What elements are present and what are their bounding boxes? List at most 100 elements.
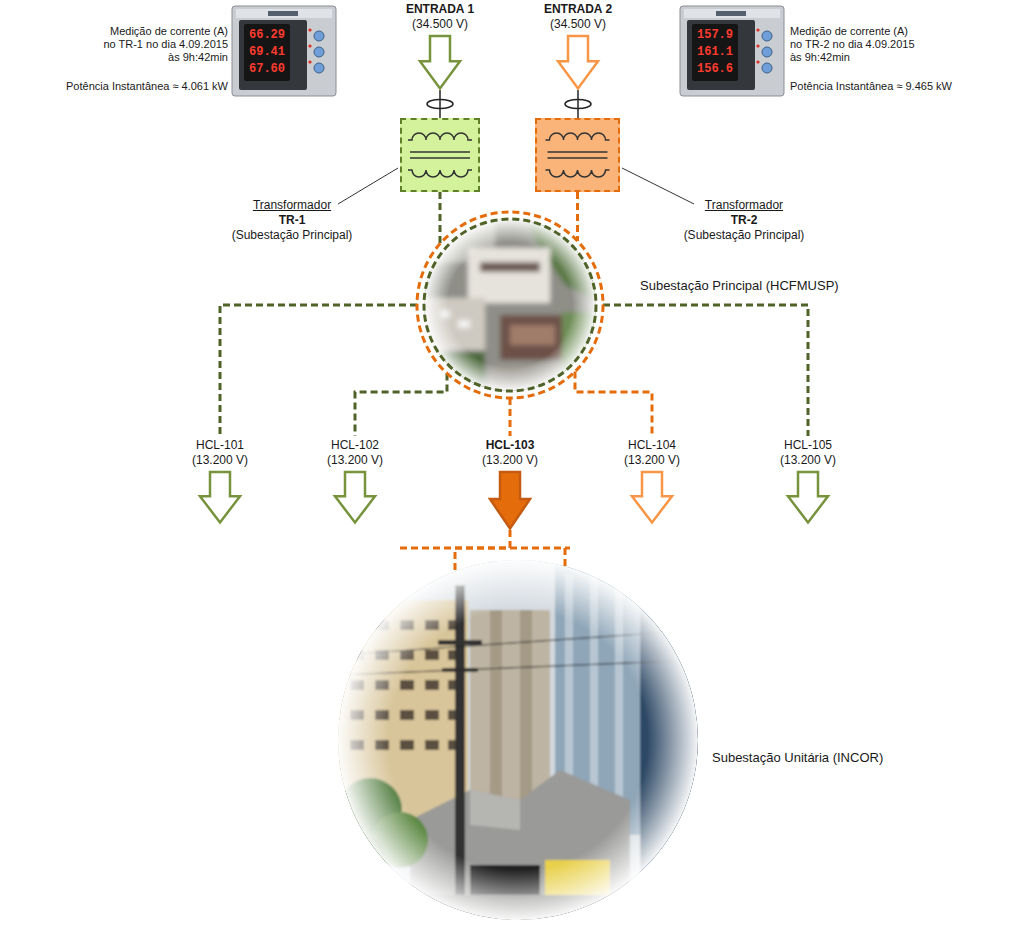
caption: TransformadorTR-1(Subestação Principal) bbox=[232, 198, 353, 243]
transformer-symbol bbox=[546, 133, 610, 140]
meter-device bbox=[308, 44, 311, 47]
node-label: (13.200 V) bbox=[763, 453, 853, 468]
meter-device bbox=[687, 20, 755, 90]
meter-device bbox=[236, 9, 332, 18]
arrow-outline bbox=[200, 472, 240, 523]
node-label: Subestação Unitária (INCOR) bbox=[712, 750, 883, 766]
aerial-photo bbox=[420, 215, 600, 395]
node-label: (34.500 V) bbox=[533, 17, 623, 32]
arrow-outline bbox=[490, 472, 530, 529]
feeder-bar bbox=[400, 548, 570, 567]
arrow-outline bbox=[632, 472, 672, 523]
transformer-symbol bbox=[548, 157, 608, 159]
leader-line bbox=[622, 168, 694, 204]
meter-display: 157.9161.1156.6 bbox=[692, 24, 738, 81]
meter-device bbox=[308, 60, 311, 63]
circle-outline bbox=[415, 210, 605, 400]
transformer-symbol bbox=[410, 151, 470, 153]
feeder-line bbox=[576, 192, 579, 241]
meter-note: Medição de corrente (A) no TR-2 no dia 4… bbox=[790, 25, 918, 64]
leader-line bbox=[338, 168, 694, 204]
node-label: Subestação Principal (HCFMUSP) bbox=[640, 278, 839, 294]
node-label: HCL-104 bbox=[607, 438, 697, 453]
meter-note: Potência Instantânea ≈ 9.465 kW bbox=[790, 80, 952, 93]
label-group: HCL-104(13.200 V) bbox=[607, 438, 697, 468]
meter-reading: 157.9 bbox=[697, 27, 733, 44]
feeder-line bbox=[455, 530, 510, 574]
node-label: Transformador bbox=[232, 198, 353, 213]
aerial-photo bbox=[420, 215, 607, 397]
current-sensor bbox=[427, 100, 591, 109]
feeder-arrow: HCL-105(13.200 V) bbox=[763, 438, 853, 524]
inner-ring bbox=[424, 219, 596, 391]
node-label: Transformador bbox=[684, 198, 805, 213]
meter-reading: 156.6 bbox=[697, 61, 733, 78]
arrow-outline bbox=[558, 36, 598, 89]
feeder-arrow: HCL-104(13.200 V) bbox=[607, 438, 697, 524]
feeder-line bbox=[220, 305, 417, 436]
meter-reading: 69.41 bbox=[249, 44, 285, 61]
transformer-box: TransformadorTR-2(Subestação Principal) bbox=[535, 118, 620, 192]
caption: Subestação Unitária (INCOR) bbox=[712, 750, 883, 766]
caption: TransformadorTR-2(Subestação Principal) bbox=[684, 198, 805, 243]
meter-device bbox=[756, 60, 759, 63]
arrow-outline bbox=[335, 472, 375, 523]
node-label: (Subestação Principal) bbox=[232, 228, 353, 243]
meter-display: 66.2969.4167.60 bbox=[244, 24, 290, 81]
building-photo bbox=[338, 560, 698, 920]
feeder-bar bbox=[564, 548, 567, 567]
feeder-line bbox=[439, 192, 442, 244]
node-label: HCL-102 bbox=[310, 438, 400, 453]
feeder-line bbox=[603, 305, 808, 436]
node-label: TR-1 bbox=[232, 213, 353, 228]
node-label: (13.200 V) bbox=[175, 453, 265, 468]
transformer-symbol bbox=[546, 170, 610, 177]
meter-device bbox=[756, 28, 759, 31]
node-label: (Subestação Principal) bbox=[684, 228, 805, 243]
meter-device bbox=[762, 47, 772, 57]
building-photo bbox=[334, 560, 700, 920]
meter-device bbox=[756, 44, 759, 47]
meter-device bbox=[716, 11, 746, 16]
label-group: HCL-105(13.200 V) bbox=[763, 438, 853, 468]
node-label: ENTRADA 2 bbox=[533, 2, 623, 17]
meter-note: Potência Instantânea ≈ 4.061 kW bbox=[66, 80, 228, 93]
node-label: TR-2 bbox=[684, 213, 805, 228]
node-label: (13.200 V) bbox=[607, 453, 697, 468]
meter-device bbox=[762, 63, 772, 73]
feeder-arrow: HCL-101(13.200 V) bbox=[175, 438, 265, 524]
feeder-bar bbox=[400, 547, 570, 550]
caption: Subestação Principal (HCFMUSP) bbox=[640, 278, 839, 294]
outer-ring bbox=[417, 212, 603, 398]
meter-device bbox=[680, 6, 784, 96]
meter-device bbox=[762, 31, 772, 41]
node-label: HCL-105 bbox=[763, 438, 853, 453]
transformer-symbol bbox=[535, 118, 620, 192]
substation-photo: Subestação Unitária (INCOR) bbox=[338, 560, 698, 920]
meter-device bbox=[232, 6, 336, 96]
meter-device bbox=[314, 31, 324, 41]
meter-device bbox=[684, 9, 780, 18]
feeder-line bbox=[577, 90, 579, 118]
transformer-symbol bbox=[548, 151, 608, 153]
building-photo bbox=[334, 560, 700, 920]
transformer-box: TransformadorTR-1(Subestação Principal) bbox=[400, 118, 480, 192]
meter-reading: 67.60 bbox=[249, 61, 285, 78]
transformer-symbol bbox=[408, 133, 472, 140]
transformer-symbol bbox=[410, 157, 470, 159]
node-label: HCL-103 bbox=[465, 438, 555, 453]
feeder-line bbox=[355, 373, 447, 436]
meter-device bbox=[232, 6, 336, 96]
leader-line bbox=[338, 168, 398, 204]
node-label: (13.200 V) bbox=[465, 453, 555, 468]
meter-reading: 66.29 bbox=[249, 27, 285, 44]
arrow-outline bbox=[420, 36, 460, 89]
aerial-photo bbox=[420, 215, 607, 397]
label-group: HCL-101(13.200 V) bbox=[175, 438, 265, 468]
input-arrow: ENTRADA 2(34.500 V) bbox=[533, 2, 623, 90]
meter-reading: 161.1 bbox=[697, 44, 733, 61]
label-group: ENTRADA 1(34.500 V) bbox=[395, 2, 485, 32]
building-photo bbox=[338, 560, 698, 920]
meter-device bbox=[680, 6, 784, 96]
